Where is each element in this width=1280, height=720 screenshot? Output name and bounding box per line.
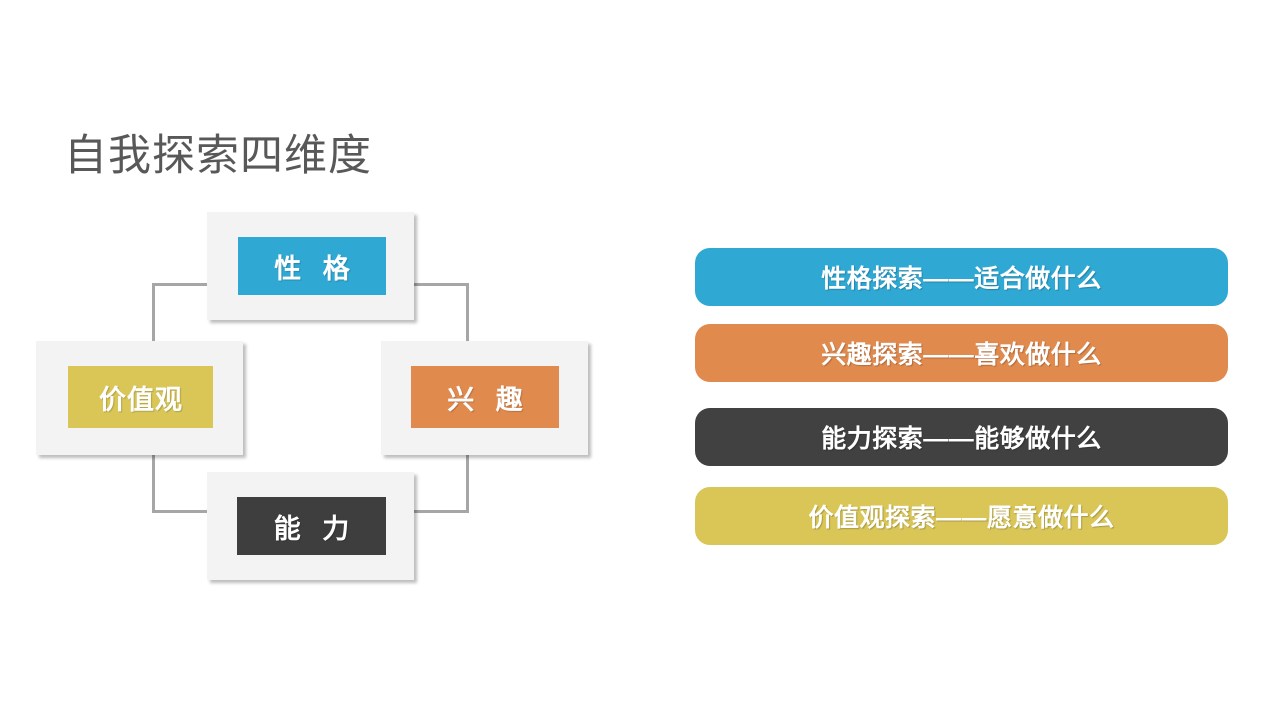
- connector-top-left-horizontal: [152, 283, 207, 286]
- connector-top-right-horizontal: [414, 283, 469, 286]
- connector-bottom-right-horizontal: [414, 510, 469, 513]
- connector-top-left-vertical: [152, 283, 155, 341]
- legend-item-interest-explore[interactable]: 兴趣探索——喜欢做什么: [695, 324, 1228, 382]
- connector-top-right-vertical: [466, 283, 469, 341]
- node-ability[interactable]: 能 力: [237, 497, 386, 555]
- node-values[interactable]: 价值观: [68, 366, 213, 428]
- node-personality[interactable]: 性 格: [238, 237, 386, 295]
- legend-list: 性格探索——适合做什么 兴趣探索——喜欢做什么 能力探索——能够做什么 价值观探…: [695, 248, 1228, 548]
- legend-item-personality-explore[interactable]: 性格探索——适合做什么: [695, 248, 1228, 306]
- legend-item-values-explore[interactable]: 价值观探索——愿意做什么: [695, 487, 1228, 545]
- four-dimension-diagram: 性 格 兴 趣 能 力 价值观: [36, 212, 588, 580]
- page-title: 自我探索四维度: [64, 133, 372, 180]
- connector-bottom-left-vertical: [152, 455, 155, 513]
- node-interest[interactable]: 兴 趣: [411, 366, 559, 428]
- connector-bottom-left-horizontal: [152, 510, 207, 513]
- legend-item-ability-explore[interactable]: 能力探索——能够做什么: [695, 408, 1228, 466]
- connector-bottom-right-vertical: [466, 455, 469, 513]
